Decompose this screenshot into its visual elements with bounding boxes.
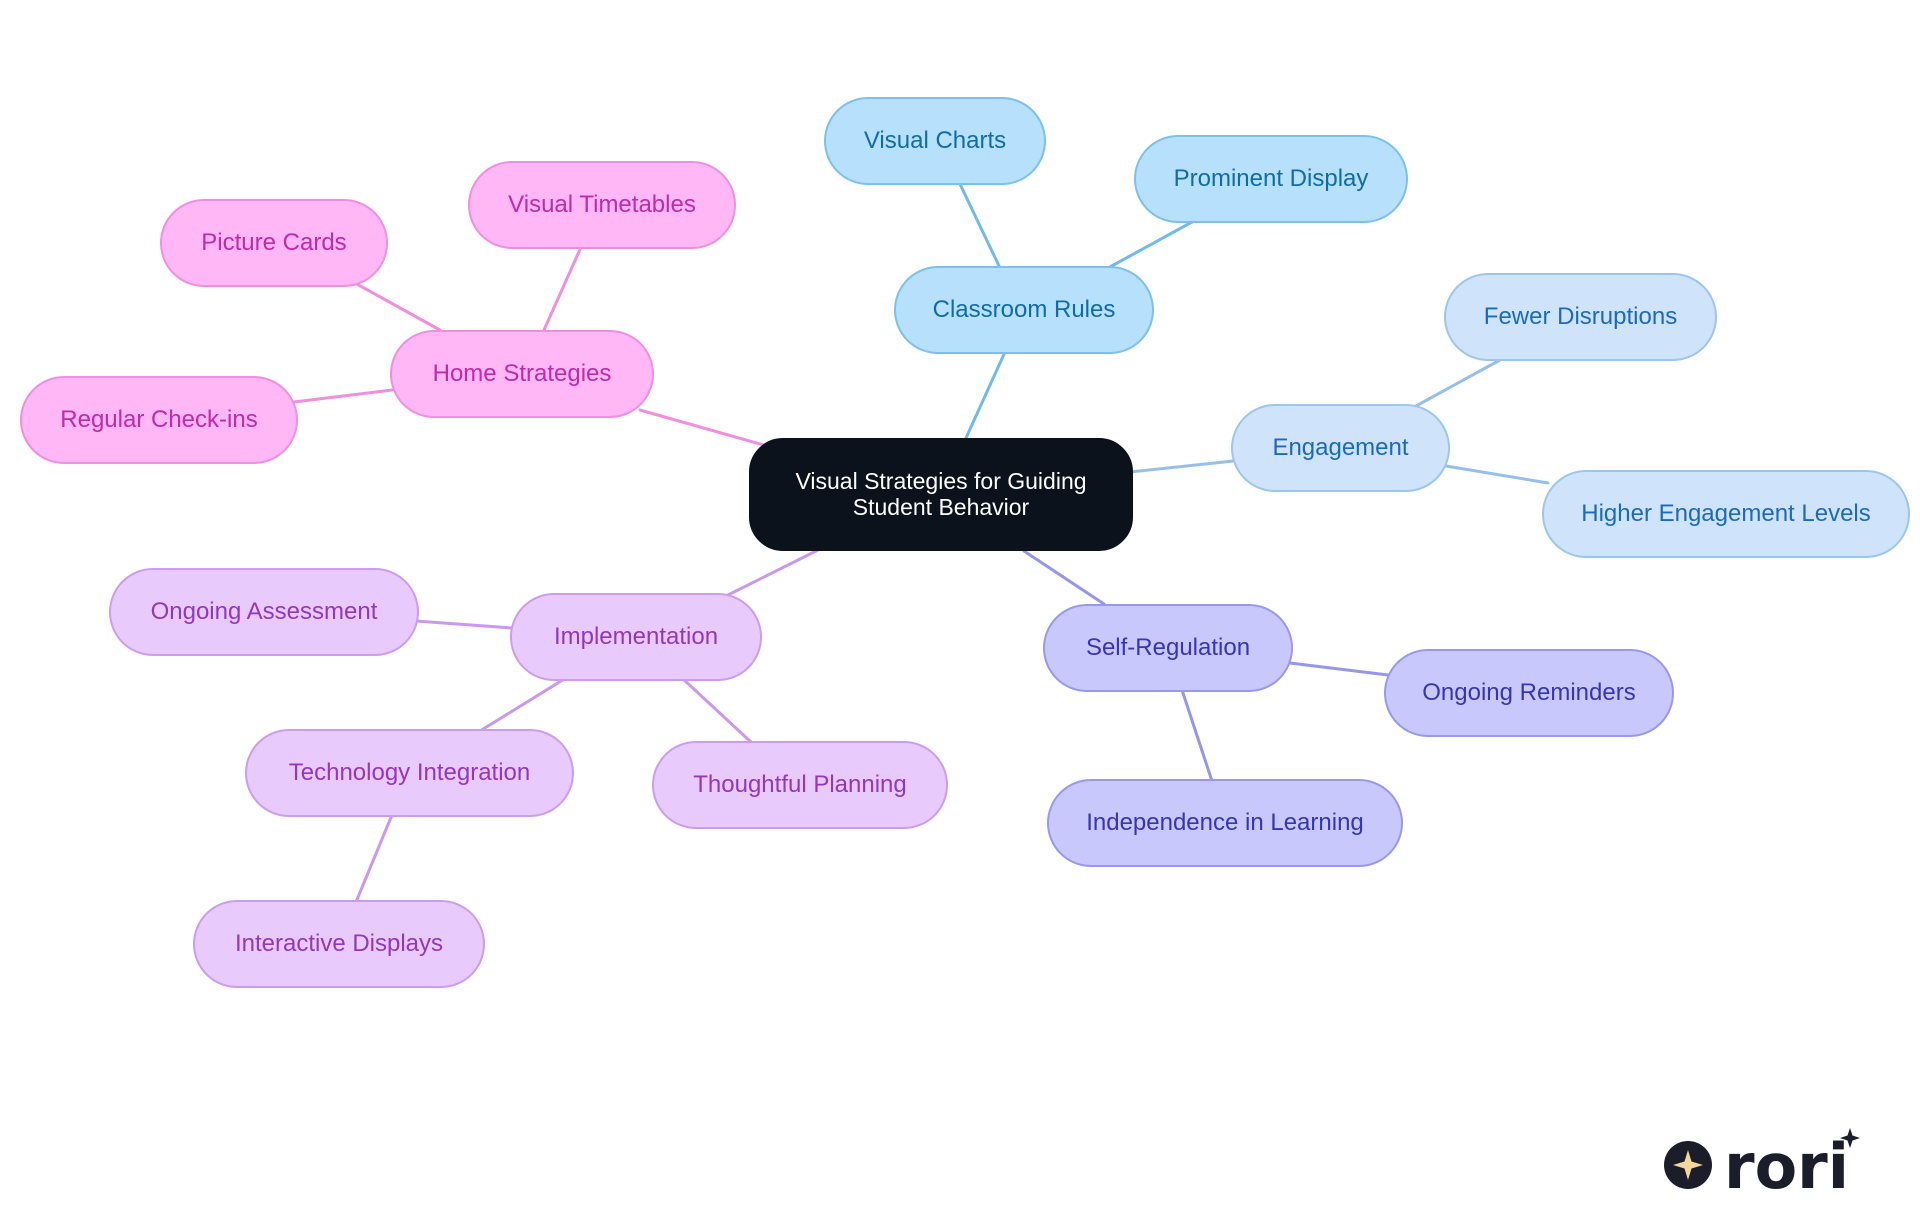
root-node: Visual Strategies for Guiding Student Be… (749, 438, 1133, 551)
edge-engagement-higher-levels (1444, 464, 1550, 485)
node-engagement: Engagement (1231, 404, 1450, 492)
node-ongoing-reminders: Ongoing Reminders (1384, 649, 1674, 737)
edge-impl-thoughtful-planning (680, 676, 754, 745)
node-technology-integration: Technology Integration (245, 729, 574, 817)
node-visual-charts: Visual Charts (824, 97, 1046, 185)
edge-root-self-regulation (1022, 549, 1106, 606)
edge-root-implementation (726, 548, 820, 597)
node-thoughtful-planning: Thoughtful Planning (652, 741, 948, 829)
node-interactive-displays: Interactive Displays (193, 900, 485, 988)
node-visual-timetables: Visual Timetables (468, 161, 736, 249)
edge-home-visual-timetables (542, 243, 584, 332)
edge-rules-prominent-display (1106, 220, 1194, 270)
edge-selfreg-ongoing-reminders (1288, 661, 1390, 677)
node-implementation: Implementation (510, 593, 762, 681)
logo-wordmark: rori (1724, 1130, 1849, 1194)
edge-impl-ongoing-assessment (414, 619, 514, 630)
edge-root-engagement (1128, 459, 1235, 474)
edge-rules-visual-charts (958, 182, 1002, 270)
node-picture-cards: Picture Cards (160, 199, 388, 287)
node-regular-check-ins: Regular Check-ins (20, 376, 298, 464)
node-prominent-display: Prominent Display (1134, 135, 1408, 223)
node-higher-engagement-levels: Higher Engagement Levels (1542, 470, 1910, 558)
node-classroom-rules: Classroom Rules (894, 266, 1154, 354)
small-sparkle-icon (1840, 1128, 1860, 1148)
node-fewer-disruptions: Fewer Disruptions (1444, 273, 1717, 361)
edge-home-picture-cards (353, 281, 442, 332)
edge-engagement-fewer-disruptions (1414, 358, 1502, 408)
node-home-strategies: Home Strategies (390, 330, 654, 418)
edge-home-regular-check-ins (292, 388, 394, 404)
edge-root-home (638, 408, 769, 448)
sparkle-icon (1673, 1150, 1703, 1180)
node-ongoing-assessment: Ongoing Assessment (109, 568, 419, 656)
edge-root-classroom-rules (964, 350, 1007, 440)
node-self-regulation: Self-Regulation (1043, 604, 1293, 692)
edge-impl-technology-integration (478, 676, 568, 733)
rori-logo-mark: rori (1664, 1128, 1860, 1203)
node-independence-in-learning: Independence in Learning (1047, 779, 1403, 867)
rori-logo: rori (1660, 1128, 1865, 1203)
edge-selfreg-independence (1180, 688, 1214, 783)
edge-tech-interactive-displays (354, 813, 394, 904)
